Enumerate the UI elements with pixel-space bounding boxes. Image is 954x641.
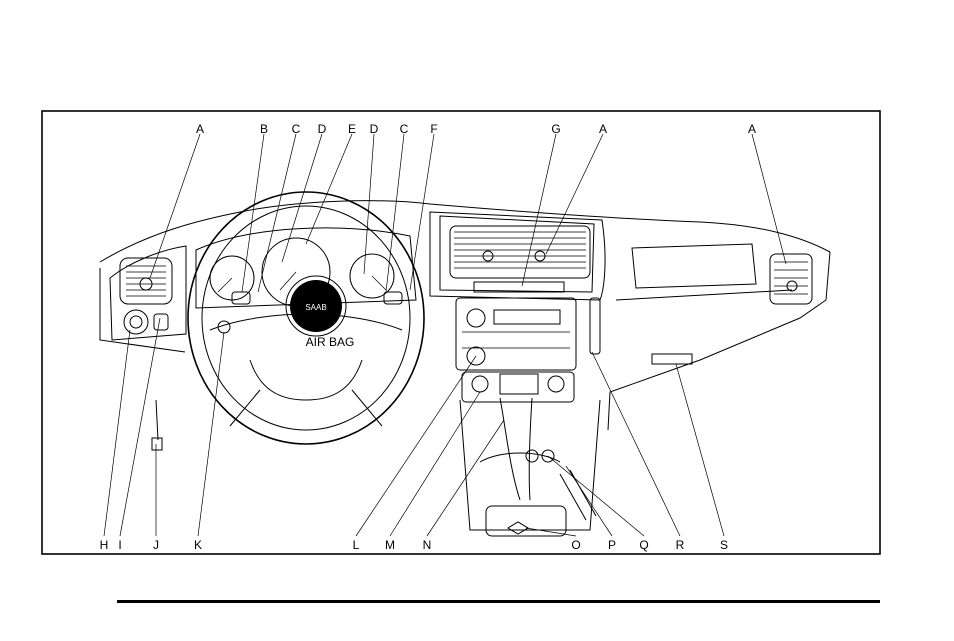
center-stack: [430, 212, 605, 536]
callout-h: H: [100, 538, 109, 552]
leader-lines: [104, 134, 786, 536]
callout-a-second: A: [599, 122, 607, 136]
steering-wheel: SAAB AIR BAG: [188, 192, 424, 444]
page-rule: [117, 600, 880, 603]
callout-d: D: [318, 122, 327, 136]
callout-c: C: [292, 122, 301, 136]
airbag-label: AIR BAG: [306, 335, 355, 349]
callout-g: G: [551, 122, 560, 136]
callout-i: I: [118, 538, 121, 552]
callout-e: E: [348, 122, 356, 136]
left-vent: [110, 246, 186, 340]
dashboard-illustration: SAAB AIR BAG: [100, 192, 830, 536]
right-vent: [770, 254, 812, 304]
callout-a: A: [196, 122, 204, 136]
callout-a-third: A: [748, 122, 756, 136]
callout-l: L: [353, 538, 360, 552]
callout-b: B: [260, 122, 268, 136]
callout-p: P: [608, 538, 616, 552]
glove-box: [616, 244, 792, 364]
figure-frame: [42, 111, 880, 554]
callout-k: K: [194, 538, 202, 552]
callout-labels: A B C D E D C F G A A H I J K L M N O P …: [100, 122, 756, 552]
callout-s: S: [720, 538, 728, 552]
callout-o: O: [571, 538, 580, 552]
callout-r: R: [676, 538, 685, 552]
callout-m: M: [385, 538, 395, 552]
callout-n: N: [423, 538, 432, 552]
svg-text:SAAB: SAAB: [305, 303, 326, 312]
callout-q: Q: [639, 538, 648, 552]
callout-c-second: C: [400, 122, 409, 136]
callout-j: J: [153, 538, 159, 552]
callout-f: F: [430, 122, 437, 136]
callout-d-second: D: [370, 122, 379, 136]
